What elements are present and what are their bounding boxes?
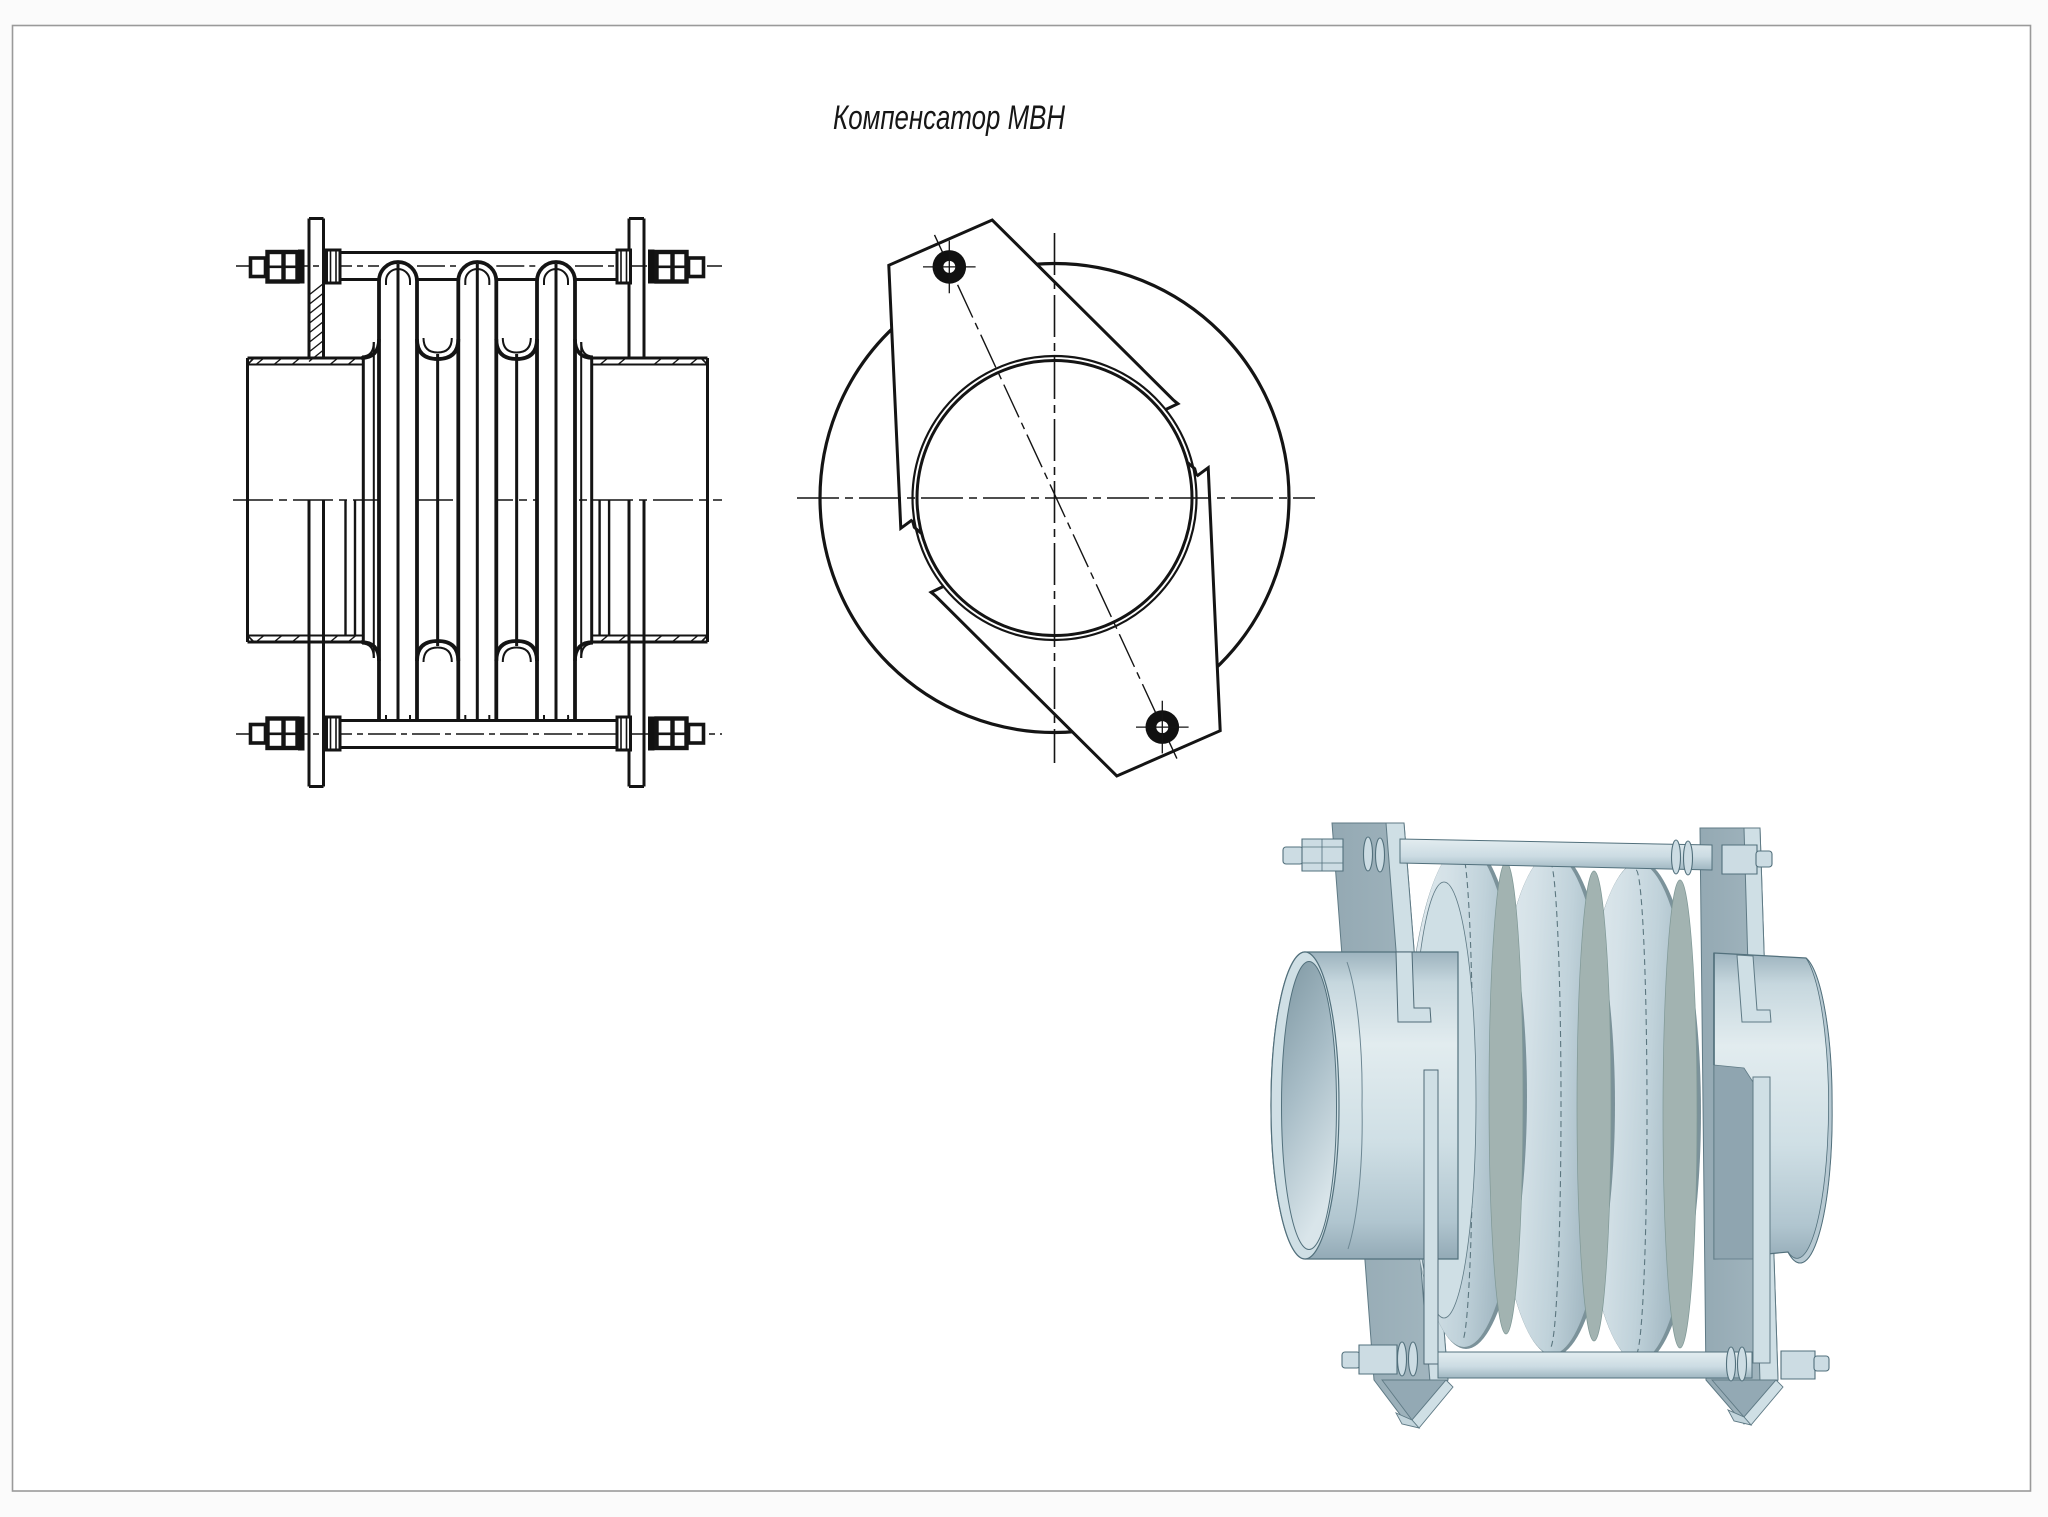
svg-text:Компенсатор МВН: Компенсатор МВН bbox=[833, 99, 1065, 137]
